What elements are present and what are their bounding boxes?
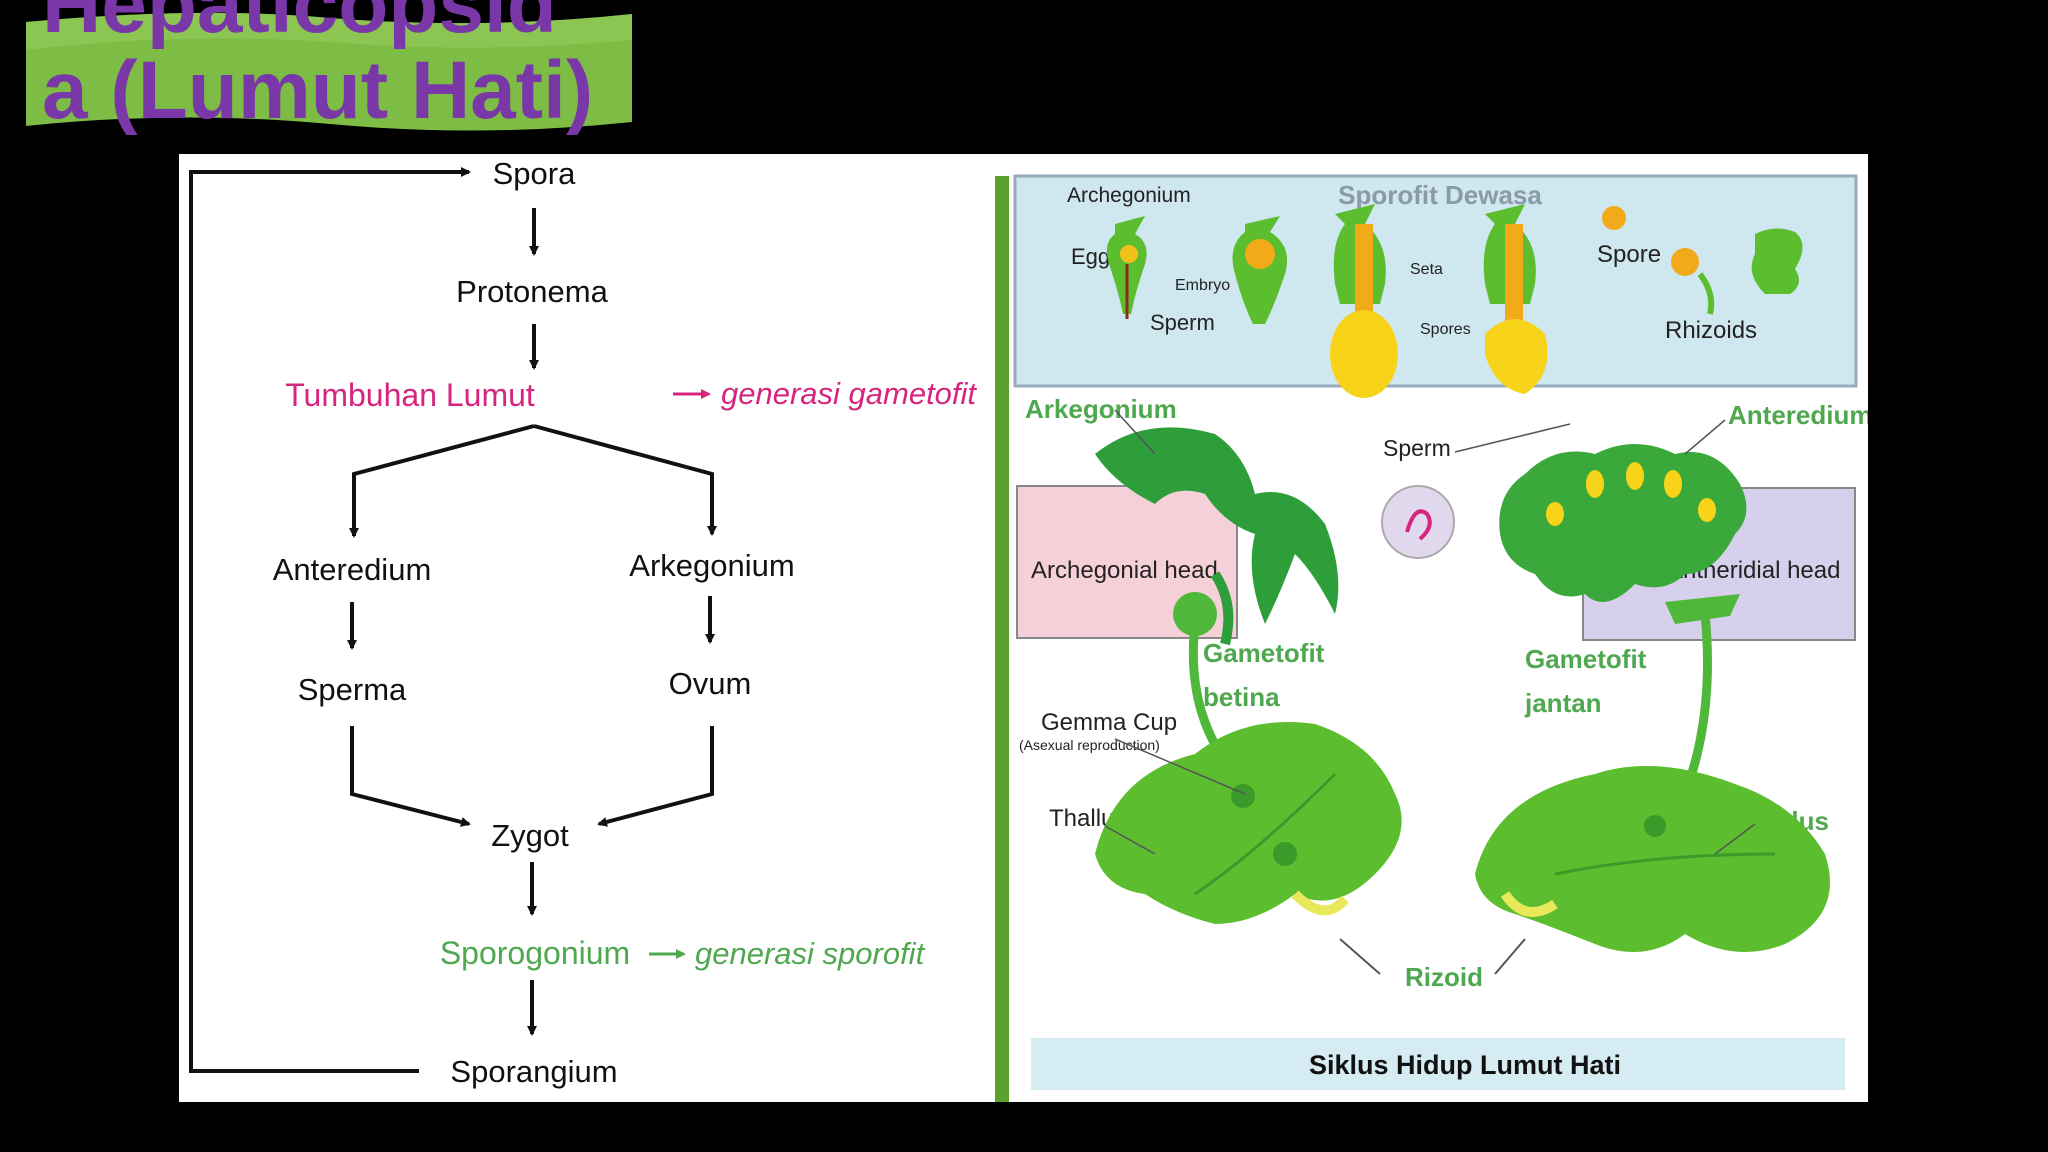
spore-illustration — [1602, 206, 1626, 230]
label-arkegonium-green: Arkegonium — [1025, 394, 1177, 424]
node-zygot: Zygot — [491, 818, 569, 853]
label-seta: Seta — [1410, 261, 1443, 278]
label-generasi-sporofit: generasi sporofit — [695, 936, 926, 971]
lifecycle-panel: Archegonium Sporofit Dewasa Egg Embryo S… — [995, 154, 1868, 1102]
arrow-sperma-zygot — [352, 726, 469, 824]
lifecycle-diagram: Archegonium Sporofit Dewasa Egg Embryo S… — [995, 154, 1868, 1102]
label-generasi-gametofit: generasi gametofit — [721, 376, 977, 411]
label-sperm-top: Sperm — [1150, 310, 1215, 335]
node-sporangium: Sporangium — [450, 1054, 617, 1089]
gemma-cup-illustration-2 — [1273, 842, 1297, 866]
gemma-cup-illustration-1 — [1231, 784, 1255, 808]
branch-left — [354, 426, 534, 536]
node-protonema: Protonema — [456, 274, 608, 309]
label-archegonial-head: Archegonial head — [1031, 557, 1218, 584]
flowchart-panel: Spora Protonema Anteredium Arkegonium Sp… — [179, 154, 995, 1102]
flowchart-diagram: Spora Protonema Anteredium Arkegonium Sp… — [179, 154, 995, 1102]
label-sporofit-dewasa: Sporofit Dewasa — [1338, 180, 1542, 210]
label-gametofit-jantan-1: Gametofit — [1525, 644, 1647, 674]
label-sperm-mid: Sperm — [1383, 435, 1451, 461]
caption-siklus-hidup: Siklus Hidup Lumut Hati — [1309, 1050, 1621, 1080]
arrow-ovum-zygot — [599, 726, 712, 824]
label-archegonium: Archegonium — [1067, 184, 1191, 207]
node-tumbuhan-lumut: Tumbuhan Lumut — [285, 377, 535, 413]
label-asexual: (Asexual reproduction) — [1019, 737, 1160, 753]
cycle-return-line — [191, 172, 469, 1071]
label-rizoid: Rizoid — [1405, 962, 1483, 992]
label-rhizoids: Rhizoids — [1665, 317, 1757, 344]
title-line-1: Hepaticopsid — [42, 0, 642, 48]
node-anteredium: Anteredium — [273, 552, 432, 587]
label-anteredium-green: Anteredium — [1728, 400, 1868, 430]
label-gametofit-betina-2: betina — [1203, 682, 1280, 712]
node-sperma: Sperma — [298, 672, 407, 707]
node-sporogonium: Sporogonium — [440, 935, 630, 971]
label-spore: Spore — [1597, 241, 1661, 268]
sperm-illustration — [1382, 486, 1454, 558]
node-arkegonium: Arkegonium — [629, 548, 794, 583]
label-gemma-cup: Gemma Cup — [1041, 709, 1177, 736]
label-gametofit-jantan-2: jantan — [1524, 688, 1602, 718]
node-ovum: Ovum — [669, 666, 752, 701]
label-spores: Spores — [1420, 321, 1471, 338]
node-spora: Spora — [493, 156, 576, 191]
label-egg: Egg — [1071, 244, 1110, 269]
young-thallus-illustration — [1752, 228, 1803, 294]
slide-title: Hepaticopsid a (Lumut Hati) — [42, 0, 642, 134]
label-gametofit-betina-1: Gametofit — [1203, 638, 1325, 668]
label-embryo: Embryo — [1175, 277, 1230, 294]
title-line-2: a (Lumut Hati) — [42, 48, 642, 134]
branch-right — [534, 426, 712, 534]
panel-accent-bar — [995, 176, 1009, 1102]
